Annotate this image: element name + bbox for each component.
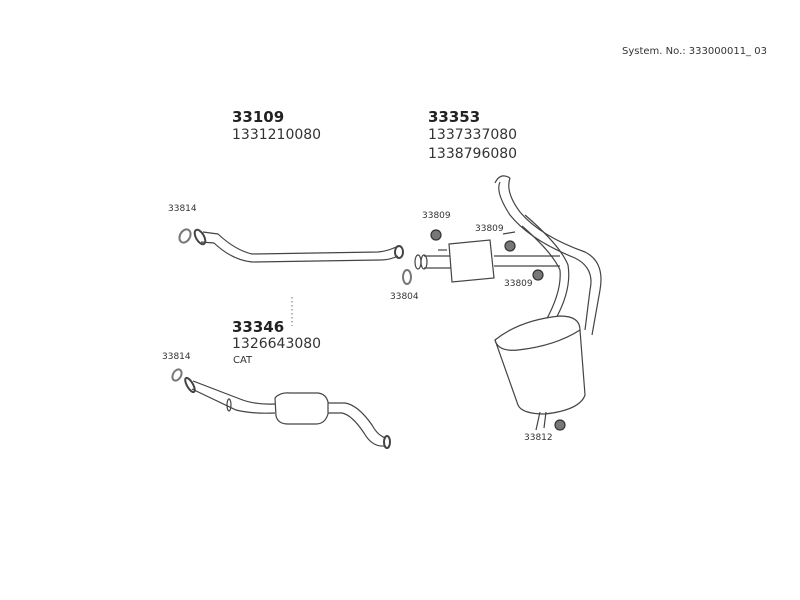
catalyst-pipe-drawing xyxy=(171,368,391,449)
part-number: 1337337080 xyxy=(428,127,518,143)
system-number: System. No.: 333000011_ 03 xyxy=(622,46,767,57)
part-number: 1338796080 xyxy=(428,146,518,162)
catalyst-note: CAT xyxy=(233,355,253,366)
assembly-code-front-pipe: 33109 xyxy=(232,108,285,126)
clamp-icons xyxy=(430,229,566,431)
part-number: 1326643080 xyxy=(232,336,322,352)
callout-33814: 33814 xyxy=(168,204,197,214)
front-pipe-drawing xyxy=(178,228,412,285)
rear-muffler-drawing xyxy=(494,315,586,431)
part-number: 1331210080 xyxy=(232,127,322,143)
assembly-code-catalyst: 33346 xyxy=(232,318,285,336)
assembly-code-muffler: 33353 xyxy=(428,108,481,126)
callout-33809: 33809 xyxy=(504,279,533,289)
callout-33812: 33812 xyxy=(524,433,553,443)
callout-33814: 33814 xyxy=(162,352,191,362)
callout-33804: 33804 xyxy=(390,292,419,302)
center-muffler-drawing xyxy=(414,175,602,336)
callout-33809: 33809 xyxy=(422,211,451,221)
callout-33809: 33809 xyxy=(475,224,504,234)
